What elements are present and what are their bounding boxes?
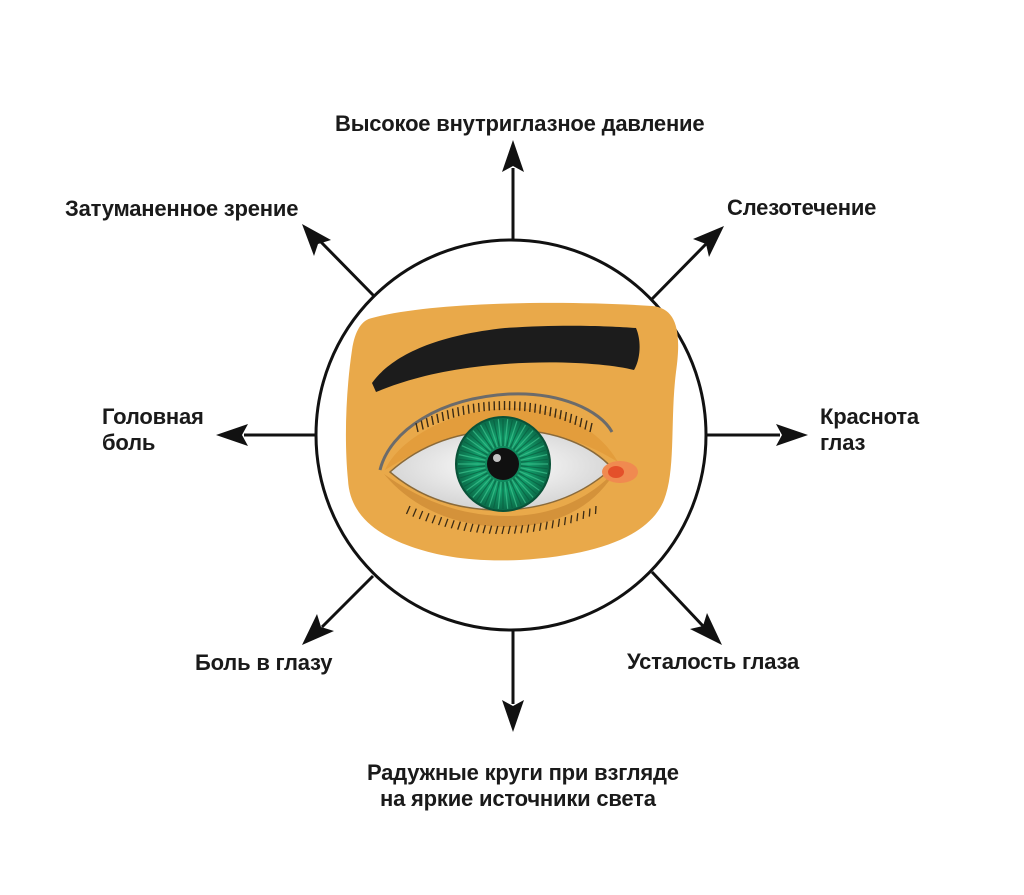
arrow-down-left-icon [302, 576, 373, 645]
symptom-left-label: Головная боль [102, 404, 204, 456]
symptom-top-label: Высокое внутриглазное давление [335, 111, 704, 137]
symptom-bottom-line1: Радужные круги при взгляде [367, 760, 679, 786]
eye-illustration [346, 303, 678, 560]
symptom-bottom-right-label: Усталость глаза [627, 649, 799, 675]
tear-duct-inner [608, 466, 624, 478]
eyelash [596, 506, 597, 514]
eyelash [530, 403, 531, 412]
symptom-bottom-label: Радужные круги при взгляде на яркие исто… [367, 760, 679, 812]
eyelash [571, 515, 572, 523]
arrow-left-icon [216, 424, 316, 446]
arrow-right-icon [707, 424, 808, 446]
symptom-right-line1: Краснота [820, 404, 919, 430]
symptom-left-line1: Головная [102, 404, 204, 430]
eyelash [535, 404, 536, 413]
eyelash [479, 403, 480, 412]
symptom-bottom-line2: на яркие источники света [367, 786, 679, 812]
symptom-right-line2: глаз [820, 430, 919, 456]
eyelash [463, 406, 464, 415]
arrow-down-right-icon [652, 572, 722, 645]
eyelash [473, 404, 474, 413]
arrow-down-icon [502, 630, 524, 732]
eyelash [589, 509, 590, 517]
eyelash [545, 406, 546, 415]
arrow-up-left-icon [302, 224, 374, 296]
arrow-up-right-icon [651, 226, 724, 300]
symptom-top-right-label: Слезотечение [727, 195, 876, 221]
eyelash [577, 513, 578, 521]
pupil-highlight [493, 454, 501, 462]
pupil [487, 448, 519, 480]
eyelash [540, 405, 541, 414]
symptom-left-line2: боль [102, 430, 204, 456]
symptom-right-label: Краснота глаз [820, 404, 919, 456]
symptom-top-left-label: Затуманенное зрение [65, 196, 298, 222]
eyelash [468, 405, 469, 414]
symptom-bottom-left-label: Боль в глазу [195, 650, 332, 676]
eyelash [583, 511, 584, 519]
arrow-up-icon [502, 140, 524, 242]
